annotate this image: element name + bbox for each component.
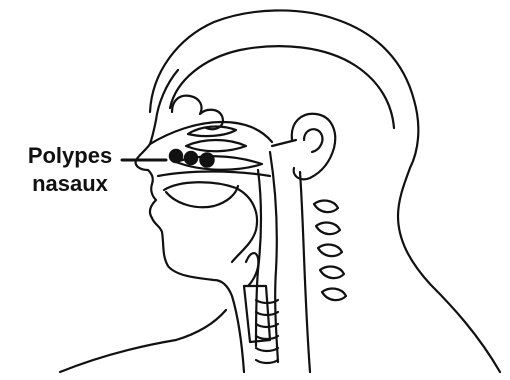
polyp-3 [200,153,214,167]
hard-palate [158,172,270,177]
face-profile [136,70,244,372]
turbinate-middle [186,140,246,151]
polyps-label-line1: Polypes [10,142,130,170]
ear [292,114,335,180]
cervical-vertebrae [314,201,346,301]
eustachian-tube [272,140,296,146]
neck-back [300,172,310,372]
polyps-label: Polypes nasaux [10,142,130,198]
pharynx-back [270,152,278,362]
polyp-2 [185,152,198,165]
oral-cavity [166,186,238,207]
ear-inner [304,129,322,152]
polyp-1 [170,150,183,163]
shoulder-left [60,340,176,372]
polyps-label-line2: nasaux [10,170,130,198]
tongue [164,182,257,262]
skull-line [170,46,394,128]
throat-line [176,310,226,340]
turbinate-upper [188,127,236,137]
